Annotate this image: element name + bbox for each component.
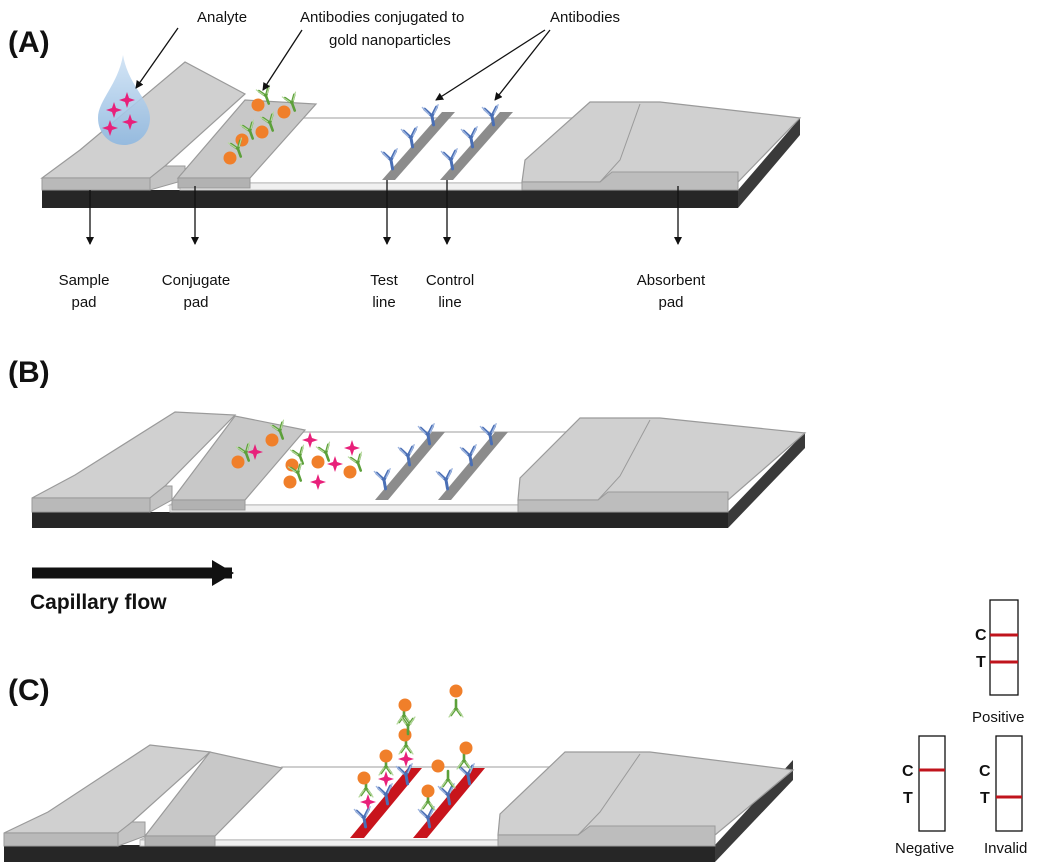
result-invalid: C T Invalid [979,735,1027,857]
panel-b: (B) [8,356,807,528]
absorbent-pad-label-2: pad [658,294,683,311]
sample-pad-label-1: Sample [59,272,110,289]
result-negative: C T Negative [895,735,954,857]
conjugated-antibodies-label-1: Antibodies conjugated to [300,9,464,26]
negative-label: Negative [895,840,954,857]
positive-c-label: C [975,627,987,644]
panel-a: (A) [8,9,802,311]
conjugate-pad-label-1: Conjugate [162,272,230,289]
negative-c-label: C [902,763,914,780]
sample-pad-label-2: pad [71,294,96,311]
panel-a-label: (A) [8,26,50,59]
panel-b-label: (B) [8,356,50,389]
conjugated-antibodies-label-2: gold nanoparticles [329,32,451,49]
panel-c: (C) [3,674,795,862]
test-line-label-2: line [372,294,395,311]
control-line-label-1: Control [426,272,474,289]
negative-t-label: T [903,790,913,807]
absorbent-pad-label-1: Absorbent [637,272,706,289]
analyte-label: Analyte [197,9,247,26]
control-line-label-2: line [438,294,461,311]
capillary-flow-label: Capillary flow [30,591,167,614]
antibodies-label: Antibodies [550,9,620,26]
positive-label: Positive [972,709,1025,726]
panel-c-label: (C) [8,674,50,707]
conjugate-pad-label-2: pad [183,294,208,311]
result-positive: C T Positive [972,599,1025,726]
invalid-t-label: T [980,790,990,807]
capillary-flow: Capillary flow [30,560,234,614]
positive-t-label: T [976,654,986,671]
test-line-label-1: Test [370,272,398,289]
invalid-c-label: C [979,763,991,780]
invalid-label: Invalid [984,840,1027,857]
